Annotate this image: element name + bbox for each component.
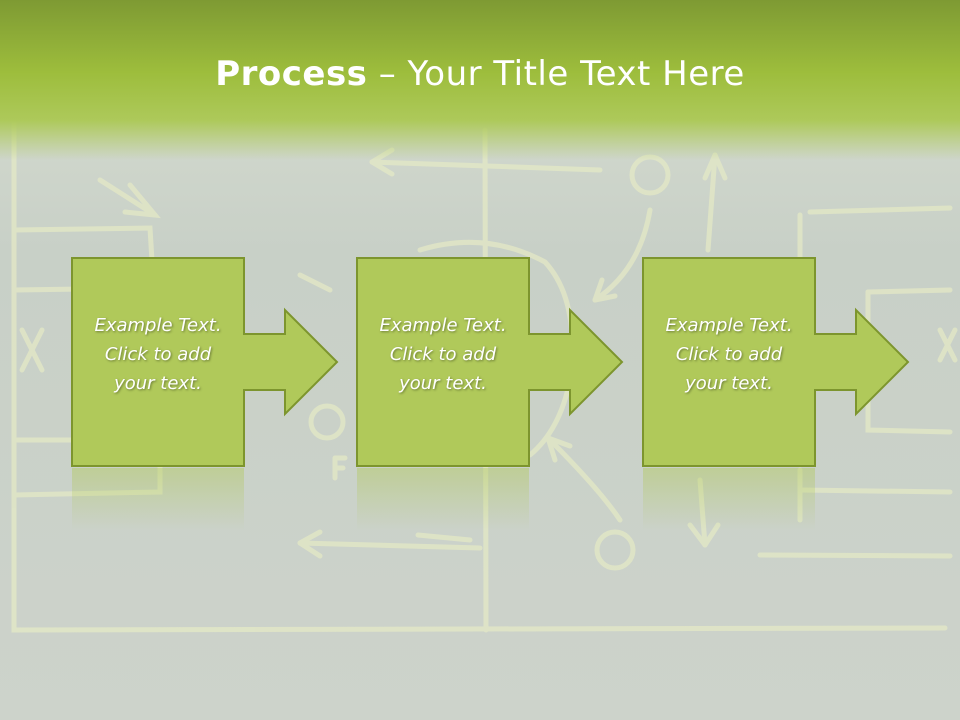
process-step-3-text[interactable]: Example Text. Click to add your text. [643, 311, 815, 398]
step-1-line-3: your text. [114, 373, 202, 394]
process-step-2-text[interactable]: Example Text. Click to add your text. [357, 311, 529, 398]
title-rest-text: – Your Title Text Here [367, 54, 745, 94]
step-1-line-2: Click to add [104, 344, 212, 365]
process-step-3-shape[interactable] [642, 257, 910, 530]
process-step-1-reflection [72, 468, 244, 530]
step-3-line-2: Click to add [675, 344, 783, 365]
step-2-line-1: Example Text. [379, 315, 507, 336]
process-step-3-reflection [643, 468, 815, 530]
title-bar [0, 0, 960, 160]
step-3-line-1: Example Text. [665, 315, 793, 336]
process-step-1-shape[interactable] [71, 257, 339, 530]
process-step-1-text[interactable]: Example Text. Click to add your text. [72, 311, 244, 398]
step-1-line-1: Example Text. [94, 315, 222, 336]
process-step-2-shape[interactable] [356, 257, 624, 530]
step-2-line-3: your text. [399, 373, 487, 394]
step-3-line-3: your text. [685, 373, 773, 394]
slide-title[interactable]: Process – Your Title Text Here [0, 54, 960, 94]
process-step-2-reflection [357, 468, 529, 530]
title-strong-text: Process [215, 54, 368, 94]
step-2-line-2: Click to add [389, 344, 497, 365]
